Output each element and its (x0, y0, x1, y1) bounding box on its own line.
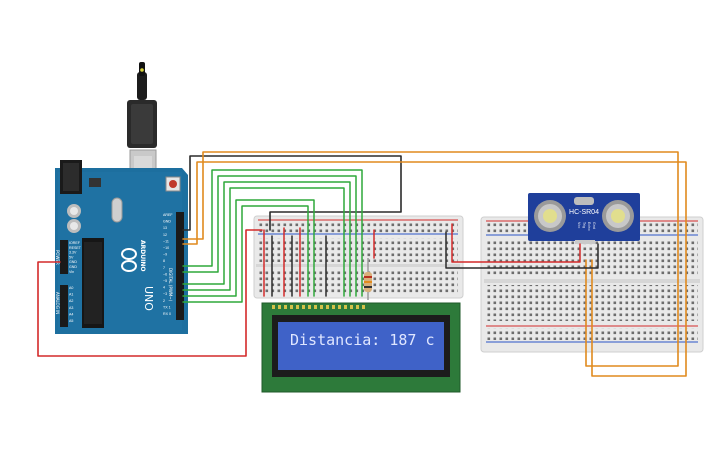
pin-label: ~6 (163, 272, 167, 276)
pin-label: IOREF (69, 241, 81, 245)
wire-green-4[interactable] (182, 187, 345, 297)
pin-label: GND (69, 260, 77, 264)
pin-label: A3 (69, 306, 73, 310)
pin-label: AREF (163, 213, 173, 217)
pin-label: ~3 (163, 292, 167, 296)
pin-label: ~5 (163, 279, 167, 283)
arduino-brand-label: ARDUINO (139, 240, 146, 271)
pin-label: 5V (69, 255, 74, 259)
pin-label: A4 (69, 312, 73, 316)
sensor-pin-label: Gnd (592, 222, 596, 229)
digital-pin-labels: AREF GND 13 12 ~11 ~10 ~9 8 7 ~6 ~5 4 ~3 2 TX 1 RX 0 (163, 213, 173, 316)
wire-red-5v[interactable] (37, 229, 263, 357)
pin-label: 3.3V (69, 251, 77, 255)
pin-label: 4 (163, 286, 165, 290)
lcd-pin (362, 305, 365, 309)
lcd-pin (356, 305, 359, 309)
wire-green-5[interactable] (182, 199, 315, 297)
pin-label: A1 (69, 293, 73, 297)
lcd-text-line: Distancia: 187 c (290, 331, 435, 349)
lcd-header-pins (272, 305, 365, 309)
pin-label: 8 (163, 259, 165, 263)
wire-orange-trig[interactable] (182, 151, 679, 367)
sensor-pin-label: Echo (587, 222, 591, 231)
pin-label: ~10 (163, 246, 169, 250)
lcd-16x2-display[interactable]: Distancia: 187 c (261, 302, 461, 393)
pin-label: A0 (69, 286, 73, 290)
lcd-pin (302, 305, 305, 309)
pin-label: 2 (163, 299, 165, 303)
wire-green-3[interactable] (182, 181, 351, 297)
wire-green-6[interactable] (182, 205, 309, 303)
pin-label: TX 1 (163, 305, 171, 309)
pin-label: 13 (163, 226, 167, 230)
breadboard-left[interactable] (253, 215, 464, 299)
power-header-label: POWER (55, 250, 60, 265)
pin-label: ~11 (163, 239, 169, 243)
pin-label: ~9 (163, 253, 167, 257)
pin-label: RX 0 (163, 312, 171, 316)
digital-header-label: DIGITAL (PWM~) (168, 268, 173, 302)
lcd-pin (344, 305, 347, 309)
pin-label: RESET (69, 246, 82, 250)
sensor-model-label: HC-SR04 (569, 209, 599, 216)
lcd-pin (314, 305, 317, 309)
sensor-pin-label: Trig (582, 221, 586, 228)
analog-header-label: ANALOG IN (55, 292, 60, 314)
lcd-pin (326, 305, 329, 309)
lcd-pin (278, 305, 281, 309)
lcd-pin (350, 305, 353, 309)
sensor-pin-label: Vcc (577, 222, 581, 228)
wire-orange-echo[interactable] (182, 161, 687, 377)
lcd-pin (320, 305, 323, 309)
wire-red-bridge[interactable] (451, 223, 581, 263)
lcd-pin (338, 305, 341, 309)
pin-label: GND (69, 265, 77, 269)
lcd-pin (290, 305, 293, 309)
wire-black-bridge[interactable] (445, 231, 599, 269)
arduino-model-label: UNO (142, 286, 155, 311)
wire-green-1[interactable] (182, 169, 363, 297)
lcd-pin (296, 305, 299, 309)
pin-label: A5 (69, 319, 73, 323)
wires (37, 151, 687, 377)
lcd-pin (332, 305, 335, 309)
lcd-pin (284, 305, 287, 309)
resistor[interactable] (364, 258, 372, 300)
arduino-logo-icon (121, 248, 137, 272)
lcd-pin (308, 305, 311, 309)
pin-label: GND (163, 220, 171, 224)
wire-black-gnd[interactable] (182, 155, 402, 231)
pin-label: 7 (163, 266, 165, 270)
pin-label: A2 (69, 299, 73, 303)
arduino-uno-board[interactable]: ARDUINO UNO DIGITAL (PWM~) POWER ANALOG … (55, 62, 188, 334)
lcd-screen (278, 322, 444, 370)
pin-label: Vin (69, 270, 74, 274)
wire-green-2[interactable] (182, 175, 357, 297)
lcd-pin (272, 305, 275, 309)
usb-cable[interactable] (137, 72, 147, 100)
pin-label: 12 (163, 233, 167, 237)
